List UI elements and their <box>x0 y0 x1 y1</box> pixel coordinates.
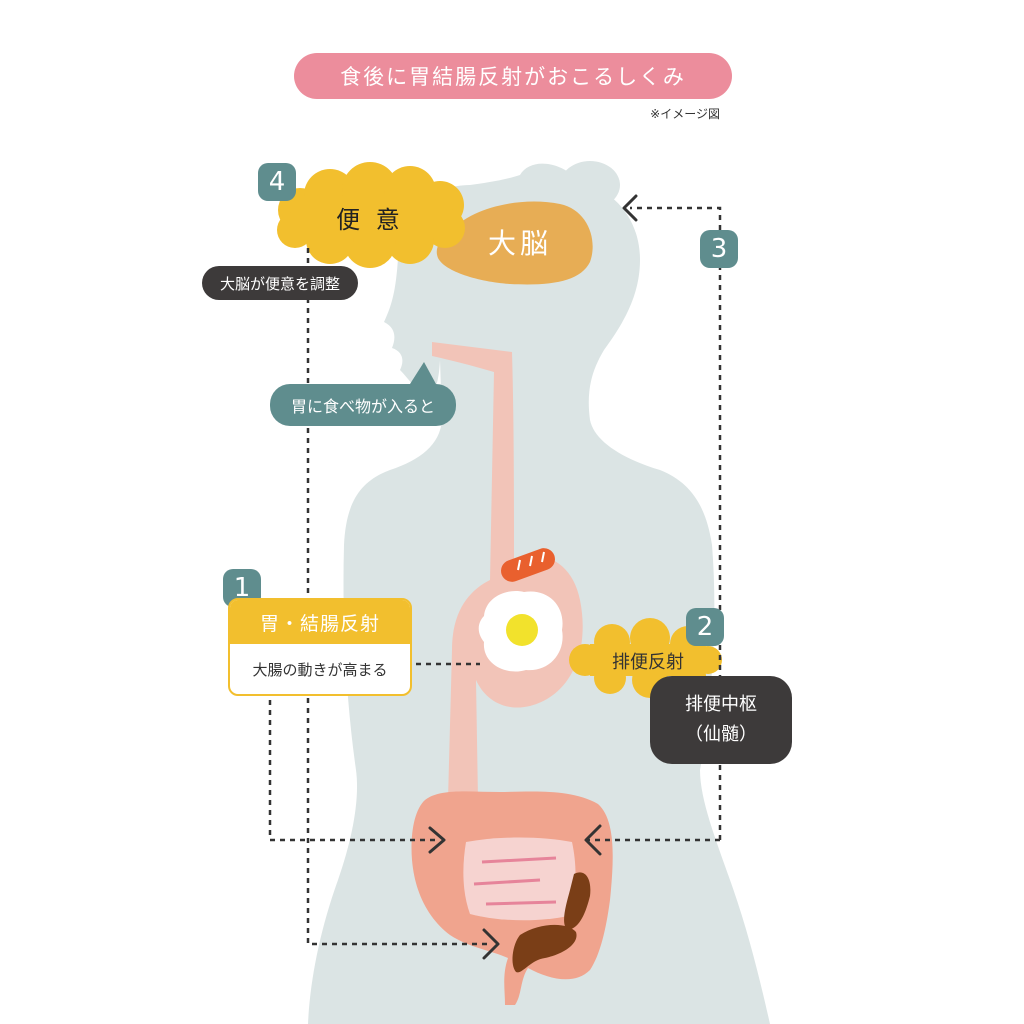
brain-label: 大脳 <box>487 227 552 260</box>
brain-regulates-label: 大脳が便意を調整 <box>202 266 358 300</box>
defecation-reflex-label: 排便反射 <box>612 652 684 673</box>
gastrocolic-reflex-box: 胃・結腸反射 大腸の動きが高まる <box>228 598 412 696</box>
step-2-badge: 2 <box>686 608 724 646</box>
gastrocolic-reflex-title: 胃・結腸反射 <box>230 600 410 644</box>
fried-egg <box>478 591 563 672</box>
gastrocolic-reflex-desc: 大腸の動きが高まる <box>252 660 388 679</box>
diagram-title: 食後に胃結腸反射がおこるしくみ <box>294 53 732 99</box>
reflex-cloud <box>569 618 722 698</box>
brain-shape <box>436 201 593 285</box>
stool <box>512 872 591 973</box>
sacral-cord-label: （仙髄） <box>685 724 757 745</box>
food-enters-bubble: 胃に食べ物が入ると <box>270 384 456 426</box>
flow-arrowheads <box>428 194 638 960</box>
defecation-center-label: 排便中枢 <box>685 694 757 715</box>
step-3-badge: 3 <box>700 230 738 268</box>
sausage <box>501 548 555 582</box>
urge-label: 便 意 <box>336 206 404 234</box>
defecation-center-box: 排便中枢 （仙髄） <box>650 676 792 764</box>
urge-cloud <box>277 162 465 268</box>
step-4-badge: 4 <box>258 163 296 201</box>
food-bubble-pointer <box>410 362 436 384</box>
image-note: ※イメージ図 <box>650 107 720 121</box>
